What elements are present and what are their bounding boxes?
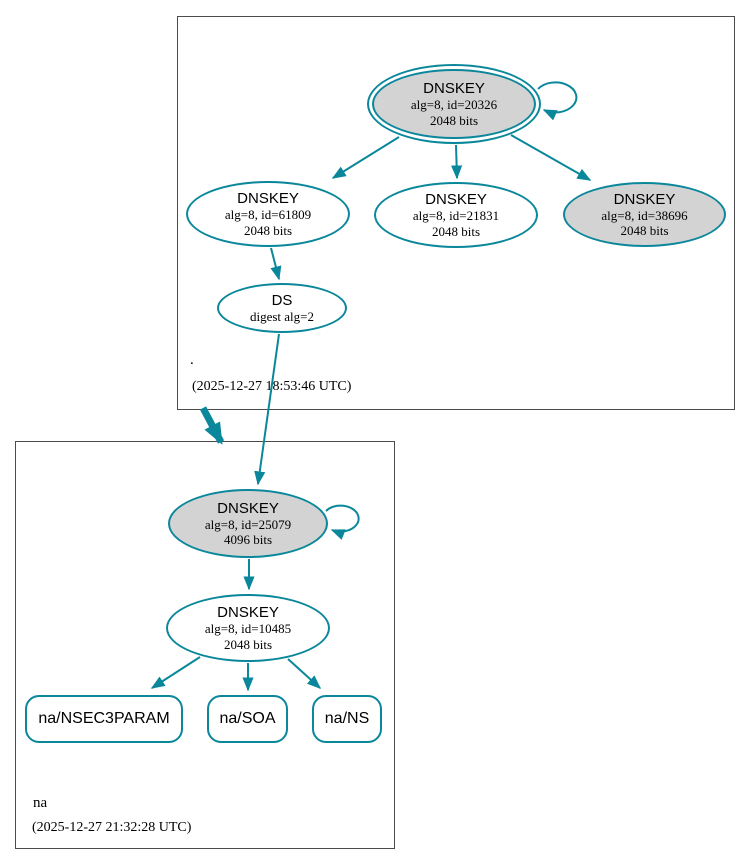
rrset-na-nsec3param[interactable]: na/NSEC3PARAM <box>25 695 183 743</box>
dnskey-61809-node[interactable]: DNSKEY alg=8, id=61809 2048 bits <box>186 181 350 247</box>
rrset-na-ns[interactable]: na/NS <box>312 695 382 743</box>
dnskey-10485-node[interactable]: DNSKEY alg=8, id=10485 2048 bits <box>166 594 330 662</box>
ds-digest: digest alg=2 <box>249 308 315 324</box>
dnskey-25079-alg-id: alg=8, id=25079 <box>204 516 292 532</box>
dnskey-25079-node[interactable]: DNSKEY alg=8, id=25079 4096 bits <box>168 489 328 558</box>
dnskey-61809-alg-id: alg=8, id=61809 <box>224 207 312 223</box>
dnskey-38696-alg-id: alg=8, id=38696 <box>601 207 688 223</box>
edge-root-zone-delegation-to-na <box>199 406 225 445</box>
dnskey-38696-node[interactable]: DNSKEY alg=8, id=38696 2048 bits <box>563 182 726 247</box>
dnskey-10485-bits: 2048 bits <box>223 636 273 652</box>
dnskey-20326-node[interactable]: DNSKEY alg=8, id=20326 2048 bits <box>367 64 541 144</box>
rrset-na-ns-label: na/NS <box>324 710 370 727</box>
dnskey-21831-title: DNSKEY <box>425 191 487 209</box>
dnskey-25079-title: DNSKEY <box>217 499 279 517</box>
root-zone-label: . <box>190 352 194 368</box>
rrset-na-soa-label: na/SOA <box>219 710 276 727</box>
dnskey-61809-title: DNSKEY <box>237 190 299 208</box>
na-zone-label: na <box>33 795 48 811</box>
rrset-na-nsec3param-label: na/NSEC3PARAM <box>38 710 170 727</box>
dnskey-20326-alg-id: alg=8, id=20326 <box>410 97 498 113</box>
rrset-na-soa[interactable]: na/SOA <box>207 695 288 743</box>
dnskey-10485-alg-id: alg=8, id=10485 <box>204 621 292 637</box>
dnskey-38696-bits: 2048 bits <box>620 223 669 239</box>
dnskey-21831-bits: 2048 bits <box>431 223 481 239</box>
dnskey-21831-alg-id: alg=8, id=21831 <box>412 208 500 224</box>
ds-title: DS <box>271 291 293 309</box>
dnskey-10485-title: DNSKEY <box>217 604 279 622</box>
root-zone-timestamp: (2025-12-27 18:53:46 UTC) <box>192 379 352 394</box>
dnskey-20326-bits: 2048 bits <box>429 112 479 128</box>
ds-node[interactable]: DS digest alg=2 <box>217 283 347 333</box>
dnskey-21831-node[interactable]: DNSKEY alg=8, id=21831 2048 bits <box>374 182 538 248</box>
dnskey-38696-title: DNSKEY <box>613 190 676 208</box>
dnskey-20326-title: DNSKEY <box>423 80 485 98</box>
dnskey-20326-inner-ellipse: DNSKEY alg=8, id=20326 2048 bits <box>372 69 536 139</box>
na-zone-timestamp: (2025-12-27 21:32:28 UTC) <box>32 820 192 835</box>
dnskey-61809-bits: 2048 bits <box>243 222 293 238</box>
dnskey-25079-bits: 4096 bits <box>223 532 273 548</box>
